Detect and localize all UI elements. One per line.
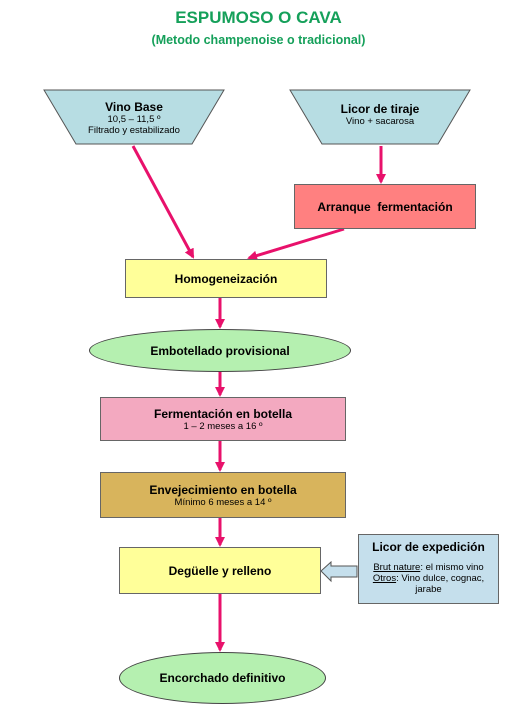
licor-tiraje-shape xyxy=(289,89,471,145)
licor-expedicion-node: Licor de expedición Brut nature: el mism… xyxy=(358,534,499,604)
otros-text: : Vino dulce, cognac, xyxy=(396,573,485,584)
vino-base-label: Vino Base xyxy=(105,100,163,114)
licor-tiraje-composition: Vino + sacarosa xyxy=(345,115,415,127)
licor-tiraje-node: Licor de tiraje Vino + sacarosa xyxy=(316,97,444,131)
envejecimiento-node: Envejecimiento en botella Mínimo 6 meses… xyxy=(100,472,346,518)
vino-base-node: Vino Base 10,5 – 11,5 º Filtrado y estab… xyxy=(70,95,198,141)
brut-term: Brut nature xyxy=(373,562,421,573)
arrow-expedicion-to-deguelle xyxy=(320,560,358,583)
arrow-vino-to-homogeneizacion xyxy=(131,145,195,259)
diagram-title: ESPUMOSO O CAVA xyxy=(175,8,342,27)
arranque-fermentacion-node: Arranque fermentación xyxy=(294,184,476,229)
diagram-subtitle: (Metodo champenoise o tradicional) xyxy=(151,33,366,47)
brut-text: : el mismo vino xyxy=(420,562,484,573)
homogeneizacion-label: Homogeneización xyxy=(174,271,278,286)
vino-base-shape xyxy=(43,89,225,145)
licor-expedicion-brut: Brut nature: el mismo vino xyxy=(373,562,483,573)
deguelle-label: Degüelle y relleno xyxy=(168,563,272,578)
embotellado-label: Embotellado provisional xyxy=(150,343,290,358)
licor-expedicion-otros-cont: jarabe xyxy=(415,584,442,595)
arrow-arranque-to-homogeneizacion xyxy=(247,227,345,261)
encorchado-label: Encorchado definitivo xyxy=(159,671,286,685)
licor-expedicion-otros: Otros: Vino dulce, cognac, xyxy=(373,573,484,584)
encorchado-node: Encorchado definitivo xyxy=(119,652,326,704)
envejecimiento-detail: Mínimo 6 meses a 14 º xyxy=(174,496,272,508)
vino-base-degrees: 10,5 – 11,5 º xyxy=(107,114,161,125)
fermentacion-node: Fermentación en botella 1 – 2 meses a 16… xyxy=(100,397,346,441)
licor-expedicion-label: Licor de expedición xyxy=(372,540,485,554)
deguelle-node: Degüelle y relleno xyxy=(119,547,321,594)
envejecimiento-label: Envejecimiento en botella xyxy=(149,482,297,497)
fermentacion-label: Fermentación en botella xyxy=(153,406,293,421)
vino-base-process: Filtrado y estabilizado xyxy=(88,125,180,136)
homogeneizacion-node: Homogeneización xyxy=(125,259,327,298)
licor-tiraje-label: Licor de tiraje xyxy=(340,101,420,116)
embotellado-node: Embotellado provisional xyxy=(89,329,351,372)
otros-term: Otros xyxy=(372,573,397,584)
arranque-fermentacion-label: Arranque fermentación xyxy=(317,199,453,214)
fermentacion-detail: 1 – 2 meses a 16 º xyxy=(183,420,263,432)
